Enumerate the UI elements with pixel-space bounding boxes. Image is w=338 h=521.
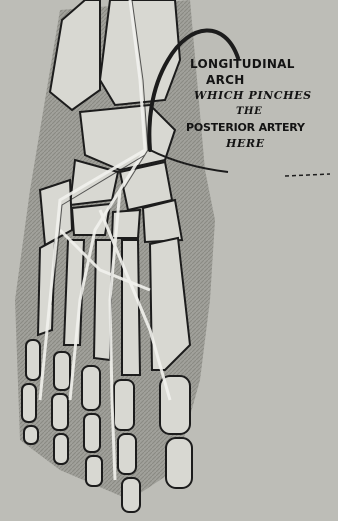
pointer-dash — [285, 174, 330, 176]
annotation-label: LONGITUDINAL ARCH WHICH PINCHES THE POST… — [186, 56, 338, 152]
annotation-line-3: WHICH PINCHES — [194, 88, 338, 104]
annotation-line-6: HERE — [226, 136, 338, 152]
annotation-line-5: POSTERIOR ARTERY — [186, 120, 338, 136]
annotation-line-2: ARCH — [206, 72, 338, 88]
annotation-line-4: THE — [236, 104, 338, 120]
annotation-line-1: LONGITUDINAL — [190, 56, 338, 72]
leg-bones — [50, 0, 180, 110]
